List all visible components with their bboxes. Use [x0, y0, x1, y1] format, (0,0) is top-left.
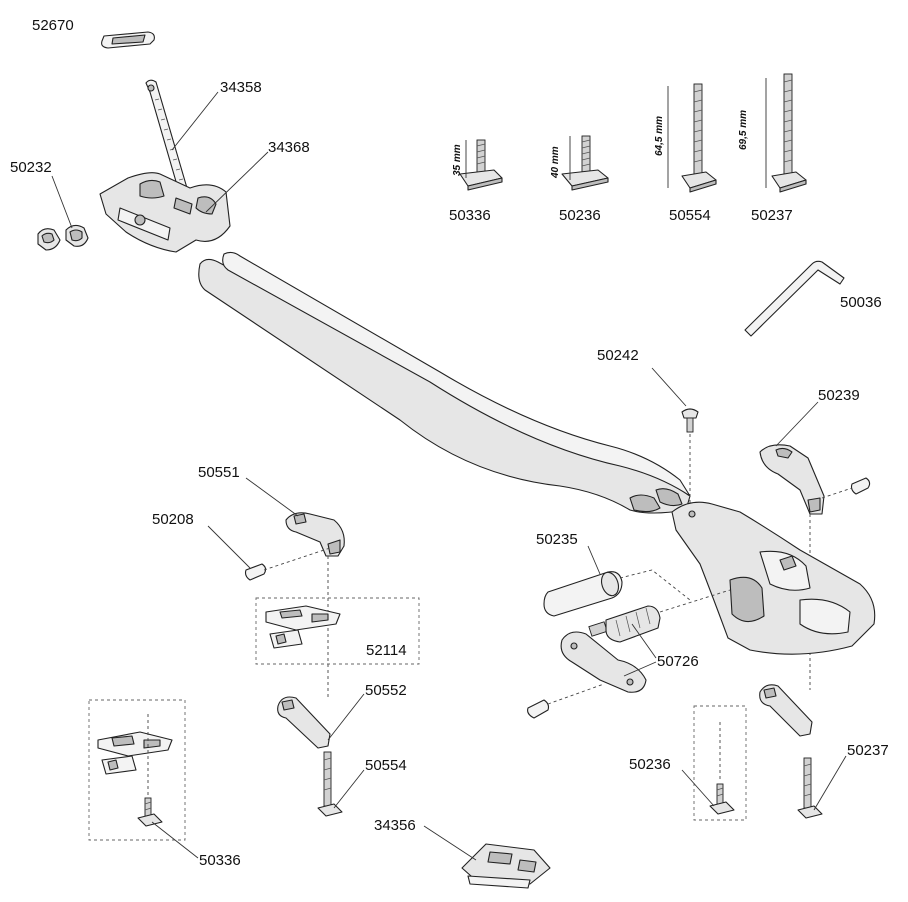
leader-50726-b [623, 661, 657, 677]
label-50336-top: 50336 [449, 207, 491, 224]
part-pin-lower [527, 699, 550, 719]
leader-50208 [207, 525, 251, 569]
part-50237-tbolt-69mm [771, 73, 807, 193]
part-50552-clamp-lower [277, 696, 331, 749]
part-50551-clamp-top [285, 512, 345, 557]
part-50554-lower-bolt [317, 751, 343, 817]
part-50208-pin [244, 563, 267, 581]
label-50554-bottom: 50554 [365, 757, 407, 774]
label-50235: 50235 [536, 531, 578, 548]
part-50237-lower-bolt [797, 757, 823, 819]
dim-64mm: 64,5 mm [654, 116, 665, 156]
label-50336-bottom: 50336 [199, 852, 241, 869]
assembly-line-pin-lower [547, 683, 605, 705]
assembly-line-50726 [659, 589, 731, 613]
part-main-housing [671, 501, 876, 655]
label-34356: 34356 [374, 817, 416, 834]
label-50239: 50239 [818, 387, 860, 404]
part-50232-end-caps [37, 224, 89, 251]
dim-35mm: 35 mm [452, 144, 463, 176]
part-52114-adapter-plates [265, 605, 341, 649]
leader-50242 [651, 367, 687, 407]
leader-34356 [423, 825, 477, 861]
leader-50239 [775, 401, 819, 447]
label-34358: 34358 [220, 79, 262, 96]
assembly-line-50235 [619, 569, 691, 601]
dim-69mm: 69,5 mm [738, 110, 749, 150]
part-50336-adapter-and-bolt [97, 731, 173, 827]
label-50237-top: 50237 [751, 207, 793, 224]
leader-34358 [171, 91, 219, 151]
label-50242: 50242 [597, 347, 639, 364]
label-50236-bottom: 50236 [629, 756, 671, 773]
part-50236-lower-bolt [709, 783, 735, 815]
label-50726: 50726 [657, 653, 699, 670]
leader-50235 [587, 545, 601, 575]
leader-34368 [205, 151, 269, 213]
label-50236-top: 50236 [559, 207, 601, 224]
part-52670-strap [101, 31, 155, 49]
part-34368-wheel-holder [99, 172, 231, 253]
assembly-line-pin-right [821, 487, 853, 499]
part-50036-allen-key [744, 260, 845, 337]
box-50236 [693, 705, 747, 821]
part-main-rail [198, 251, 691, 514]
leader-50336-bottom [151, 821, 199, 859]
label-52670: 52670 [32, 17, 74, 34]
part-50236-tbolt-40mm [561, 135, 609, 191]
part-pin-right [850, 477, 871, 495]
part-50554-tbolt-64mm [681, 83, 717, 193]
leader-50726-a [631, 623, 657, 659]
part-lower-right-clamp [759, 684, 813, 737]
label-52114: 52114 [366, 642, 407, 659]
label-50551: 50551 [198, 464, 240, 481]
label-50232: 50232 [10, 159, 52, 176]
label-50036: 50036 [840, 294, 882, 311]
box-50336 [88, 699, 186, 841]
part-34356-base-plate [461, 843, 551, 889]
part-50242-screw [681, 408, 699, 433]
label-50208: 50208 [152, 511, 194, 528]
label-50237-bottom: 50237 [847, 742, 889, 759]
part-50235-sleeve [543, 571, 623, 617]
label-50552: 50552 [365, 682, 407, 699]
label-34368: 34368 [268, 139, 310, 156]
leader-50554-bottom [333, 769, 365, 809]
leader-50552 [327, 693, 365, 741]
leader-50551 [245, 477, 299, 517]
part-50239-lever-cover [759, 444, 825, 515]
assembly-line-50208 [263, 547, 331, 571]
part-50726-knob-assembly [560, 605, 661, 693]
leader-50232 [51, 175, 73, 229]
label-50554-top: 50554 [669, 207, 711, 224]
leader-50236-bottom [681, 769, 715, 807]
dim-40mm: 40 mm [550, 146, 561, 179]
part-50336-tbolt-35mm [459, 139, 503, 191]
leader-50237-bottom [813, 755, 847, 811]
